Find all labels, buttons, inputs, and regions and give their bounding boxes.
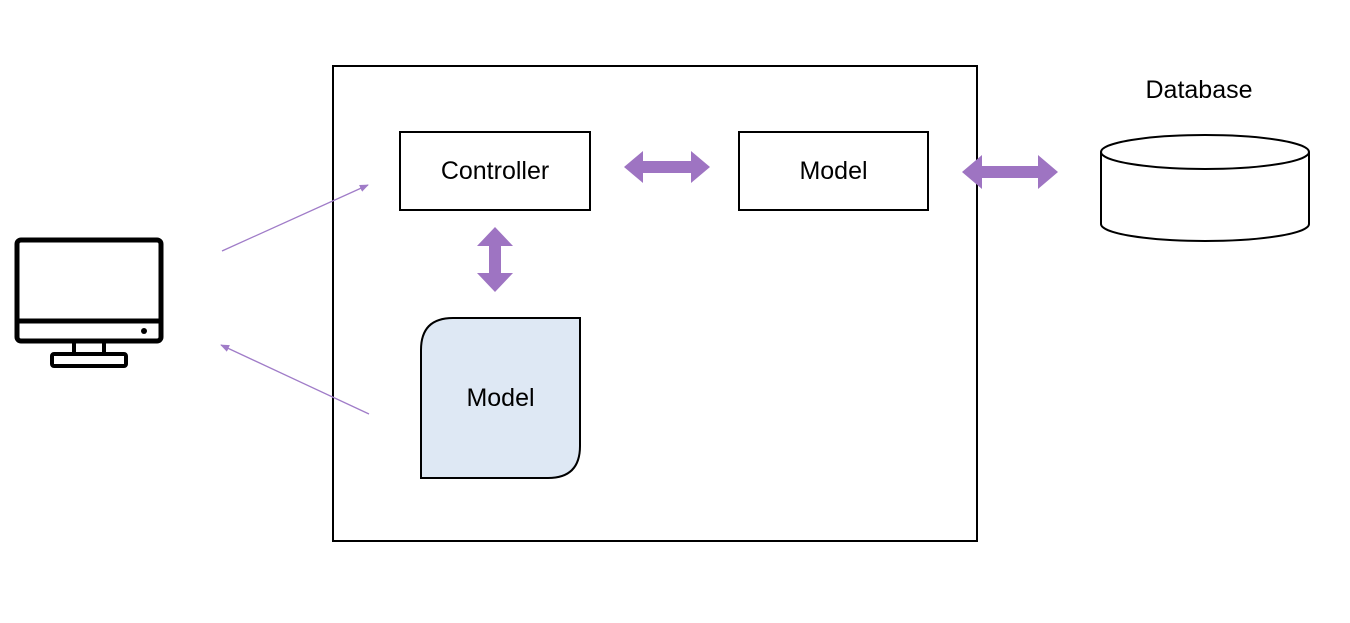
monitor-power-dot (141, 328, 147, 334)
monitor-icon (14, 237, 164, 368)
controller-label: Controller (440, 156, 550, 185)
model-top-label: Model (799, 156, 868, 185)
database-label: Database (1145, 75, 1253, 104)
model-box (738, 131, 929, 211)
request-arrow (221, 184, 369, 252)
database-cylinder-icon (1100, 134, 1310, 242)
controller-box (399, 131, 591, 211)
model-database-double-arrow (962, 155, 1058, 189)
response-arrow (220, 344, 370, 415)
model-view-label: Model (466, 383, 535, 412)
view-model-shape (420, 317, 581, 479)
server-container (332, 65, 978, 542)
controller-view-double-arrow (477, 227, 513, 292)
controller-model-double-arrow (624, 151, 710, 183)
